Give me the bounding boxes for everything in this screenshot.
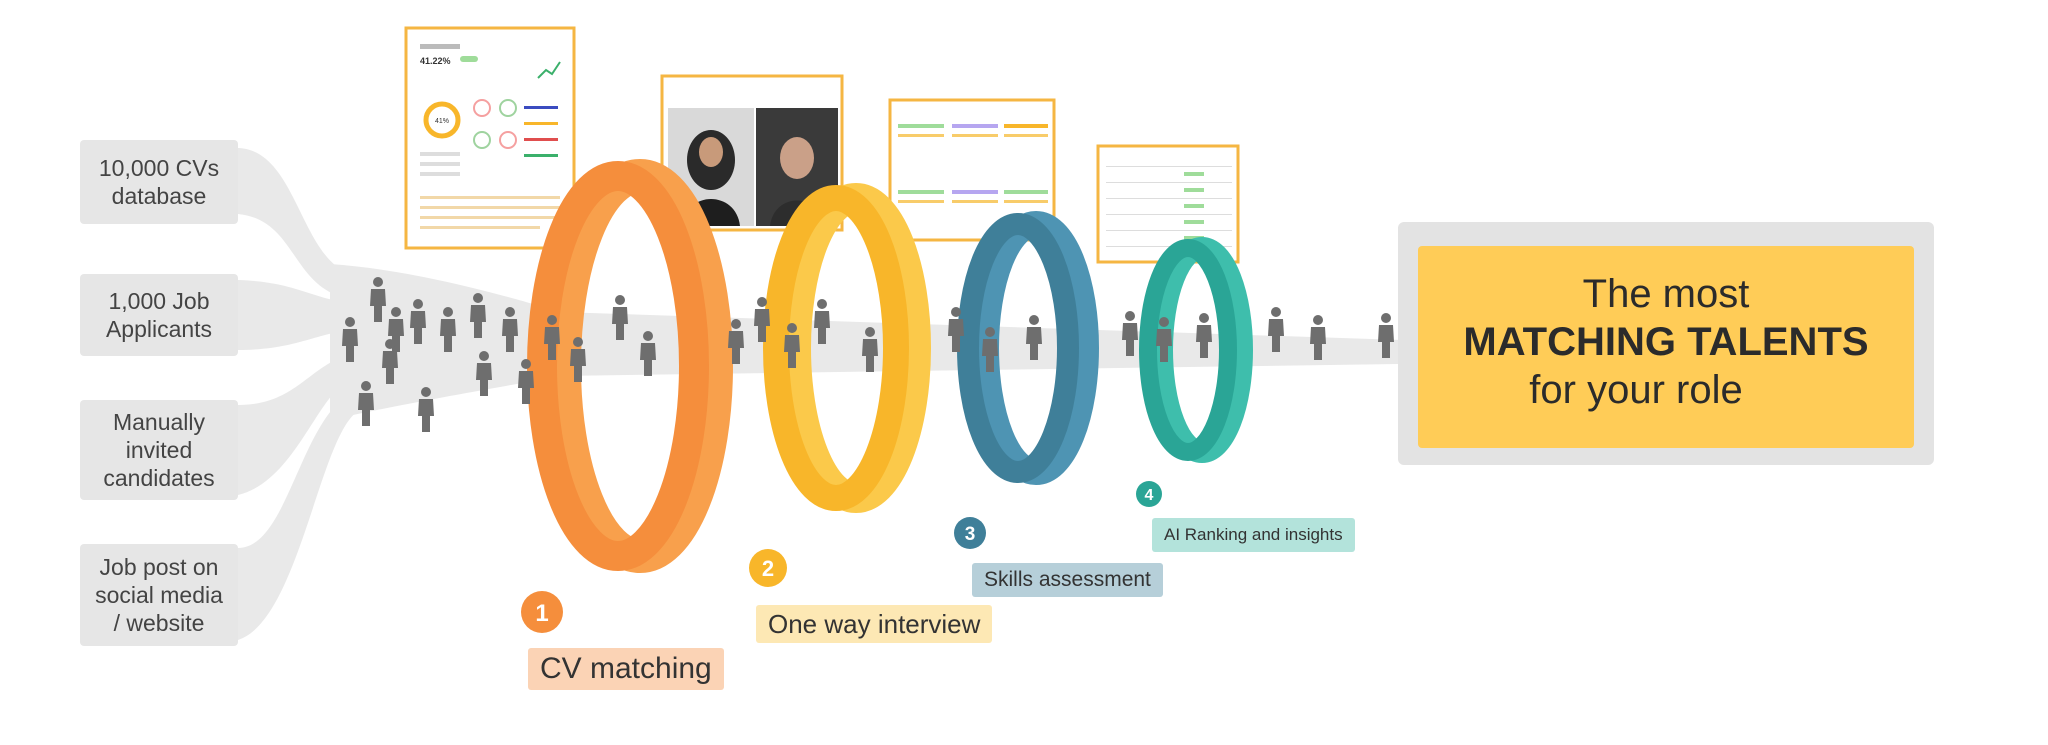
screenshot-card-analytics: 41.22% 41% <box>404 26 576 250</box>
source-invited-candidates: Manually invited candidates <box>80 400 238 500</box>
source-cv-database: 10,000 CVs database <box>80 140 238 224</box>
step-2-badge <box>749 549 787 587</box>
result-line-3: for your role <box>1529 368 1743 412</box>
funnel-flow-top <box>238 148 360 300</box>
card-analytics-gauge: 41% <box>435 118 449 125</box>
step-3-number: 3 <box>965 524 976 545</box>
screenshot-card-assessment <box>888 98 1056 242</box>
result-box <box>1418 246 1914 448</box>
ring-cv-matching <box>527 159 733 573</box>
funnel-flow-3 <box>238 352 360 495</box>
step-badge-group: 1 2 3 4 <box>521 481 1162 633</box>
step-1-number: 1 <box>535 600 548 627</box>
step-4-label: AI Ranking and insights <box>1152 518 1355 552</box>
card-analytics-value: 41.22% <box>420 56 451 66</box>
funnel-flow-4 <box>238 388 360 640</box>
step-2-number: 2 <box>762 556 774 581</box>
step-2-label: One way interview <box>756 605 993 643</box>
result-line-1: The most <box>1582 272 1750 316</box>
result-line-2: MATCHING TALENTS <box>1463 320 1869 364</box>
step-3-badge <box>954 517 986 549</box>
step-3-label: Skills assessment <box>972 563 1163 597</box>
interviewer-photo <box>780 137 814 179</box>
step-1-label: CV matching <box>528 648 724 690</box>
step-4-number: 4 <box>1145 487 1154 504</box>
step-1-badge <box>521 591 563 633</box>
source-job-applicants: 1,000 Job Applicants <box>80 274 238 356</box>
step-4-badge <box>1136 481 1162 507</box>
source-job-post: Job post on social media / website <box>80 544 238 646</box>
funnel-flow-2 <box>238 280 360 350</box>
